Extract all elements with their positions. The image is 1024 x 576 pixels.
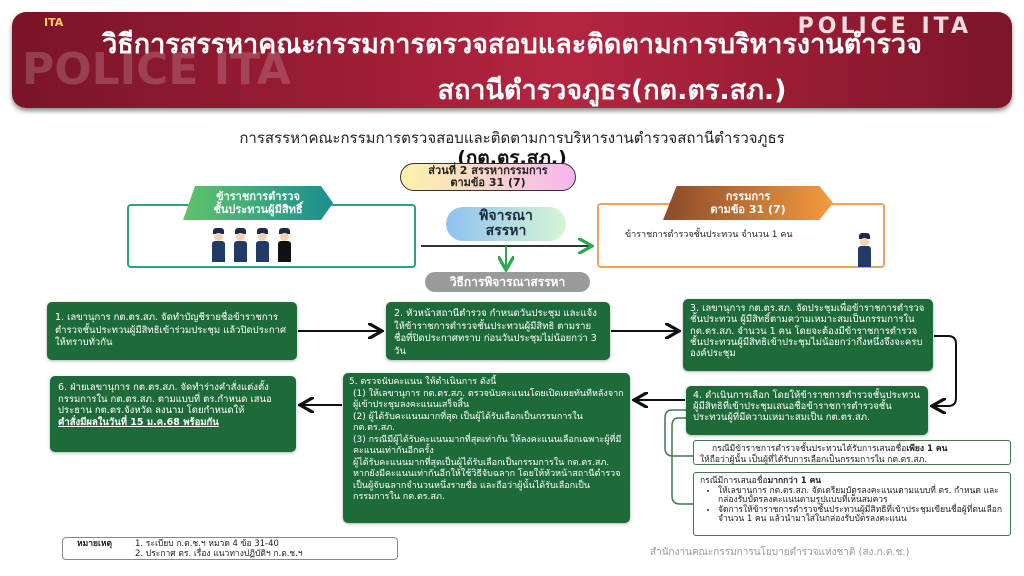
- ita-logo: ITA: [44, 16, 64, 29]
- remark-item: 2. ประกาศ ตร. เรื่อง แนวทางปฏิบัติฯ ก.ต.…: [135, 549, 303, 559]
- case-multiple-nominees: กรณีมีการเสนอชื่อมากกว่า 1 คน ให้เลขานุก…: [693, 472, 1011, 536]
- step-2: 2. หัวหน้าสถานีตำรวจ กำหนดวันประชุม และแ…: [386, 302, 610, 360]
- banner-watermark: POLICE ITA: [22, 44, 291, 95]
- step-6-text: 6. ฝ่ายเลขานุการ กต.ตร.สภ. จัดทำร่างคำสั…: [58, 382, 272, 416]
- case2-item: ให้เลขานุการ กต.ตร.สภ. จัดเตรียมบัตรลงคะ…: [718, 486, 1004, 506]
- heading-line1: การสรรหาคณะกรรมการตรวจสอบและติดตามการบริ…: [239, 129, 785, 147]
- branch-case2: [671, 417, 693, 505]
- committee-text: ข้าราชการตำรวจชั้นประทวน จำนวน 1 คน: [625, 230, 793, 240]
- step-5: 5. ตรวจนับคะแนน ให้ดำเนินการ ดังนี้ (1) …: [343, 373, 630, 523]
- title-banner: ITA POLICE ITA POLICE ITA วิธีการสรรหาคณ…: [12, 12, 1012, 108]
- step-5-item-4: ผู้ได้รับคะแนนมากที่สุดเป็นผู้ได้รับเลือ…: [353, 457, 621, 503]
- section-pill: ส่วนที่ 2 สรรหากรรมการ ตามข้อ 31 (7): [400, 163, 576, 191]
- step-6-effective-date: คำสั่งมีผลในวันที่ 15 ม.ค.68 พร้อมกัน: [58, 416, 219, 428]
- step-6: 6. ฝ่ายเลขานุการ กต.ตร.สภ. จัดทำร่างคำสั…: [50, 376, 296, 452]
- step-5-item-3: (3) กรณีมีผู้ได้รับคะแนนมากที่สุดเท่ากัน…: [353, 434, 622, 457]
- ribbon-line2: ชั้นประทวนผู้มีสิทธิ์: [213, 203, 303, 216]
- method-label: วิธีการพิจารณาสรรหา: [425, 272, 590, 292]
- banner-title-line2: สถานีตำรวจภูธร(กต.ตร.สภ.): [437, 75, 787, 106]
- step-5-title: 5. ตรวจนับคะแนน ให้ดำเนินการ ดังนี้: [349, 377, 497, 387]
- case1-text: กรณีมีข้าราชการตำรวจชั้นประทวนได้รับการเ…: [712, 444, 907, 454]
- center-line1: พิจารณา: [479, 208, 533, 224]
- arrow-3-4: [934, 335, 957, 406]
- step-3: 3. เลขานุการ กต.ตร.สภ. จัดประชุมเพื่อข้า…: [683, 299, 933, 371]
- ribbon-line1: ข้าราชการตำรวจ: [216, 190, 300, 203]
- step-4: 4. ดำเนินการเลือก โดยให้ข้าราชการตำรวจชั…: [686, 386, 928, 435]
- branch-case1: [664, 409, 693, 457]
- case2-bold: มากกว่า 1 คน: [767, 476, 822, 486]
- case1-result: ให้ถือว่าผู้นั้น เป็นผู้ที่ได้รับการเลือ…: [700, 454, 927, 465]
- consider-select-pill: พิจารณา สรรหา: [446, 207, 566, 241]
- ribbon-line1: กรรมการ: [725, 190, 771, 203]
- police-officer-icon: [853, 233, 875, 271]
- step-5-item-1: (1) ให้เลขานุการ กต.ตร.สภ. ตรวจนับคะแนนโ…: [353, 388, 624, 411]
- case1-bold: เพียง 1 คน: [906, 444, 948, 454]
- remarks-box: หมายเหตุ 1. ระเบียบ ก.ต.ช.ฯ หมวด 4 ข้อ 3…: [62, 537, 398, 560]
- remarks-label: หมายเหตุ: [77, 539, 112, 549]
- section-pill-line2: ตามข้อ 31 (7): [450, 176, 526, 189]
- step-1: 1. เลขานุการ กต.ตร.สภ. จัดทำบัญชีรายชื่อ…: [47, 302, 297, 360]
- ribbon-line2: ตามข้อ 31 (7): [710, 203, 786, 216]
- police-ita-brand: POLICE ITA: [797, 14, 972, 39]
- banner-title-line1: วิธีการสรรหาคณะกรรมการตรวจสอบและติดตามกา…: [102, 29, 922, 60]
- case2-text: กรณีมีการเสนอชื่อ: [700, 476, 768, 486]
- police-officers-icon: [207, 228, 295, 266]
- remark-item: 1. ระเบียบ ก.ต.ช.ฯ หมวด 4 ข้อ 31-40: [135, 539, 279, 549]
- case2-item: จัดการให้ข้าราชการตำรวจชั้นประทวนผู้มีสิ…: [718, 505, 1004, 525]
- center-line2: สรรหา: [485, 223, 527, 239]
- eligible-officers-ribbon: ข้าราชการตำรวจ ชั้นประทวนผู้มีสิทธิ์: [183, 186, 333, 220]
- committee-ribbon: กรรมการ ตามข้อ 31 (7): [663, 186, 833, 220]
- footer-agency: สำนักงานคณะกรรมการนโยบายตำรวจแห่งชาติ (ส…: [650, 547, 910, 558]
- step-5-item-2: (2) ผู้ได้รับคะแนนมากที่สุด เป็นผู้ได้รั…: [353, 411, 583, 434]
- section-pill-line1: ส่วนที่ 2 สรรหากรรมการ: [428, 164, 548, 177]
- case-single-nominee: กรณีมีข้าราชการตำรวจชั้นประทวนได้รับการเ…: [693, 440, 1011, 465]
